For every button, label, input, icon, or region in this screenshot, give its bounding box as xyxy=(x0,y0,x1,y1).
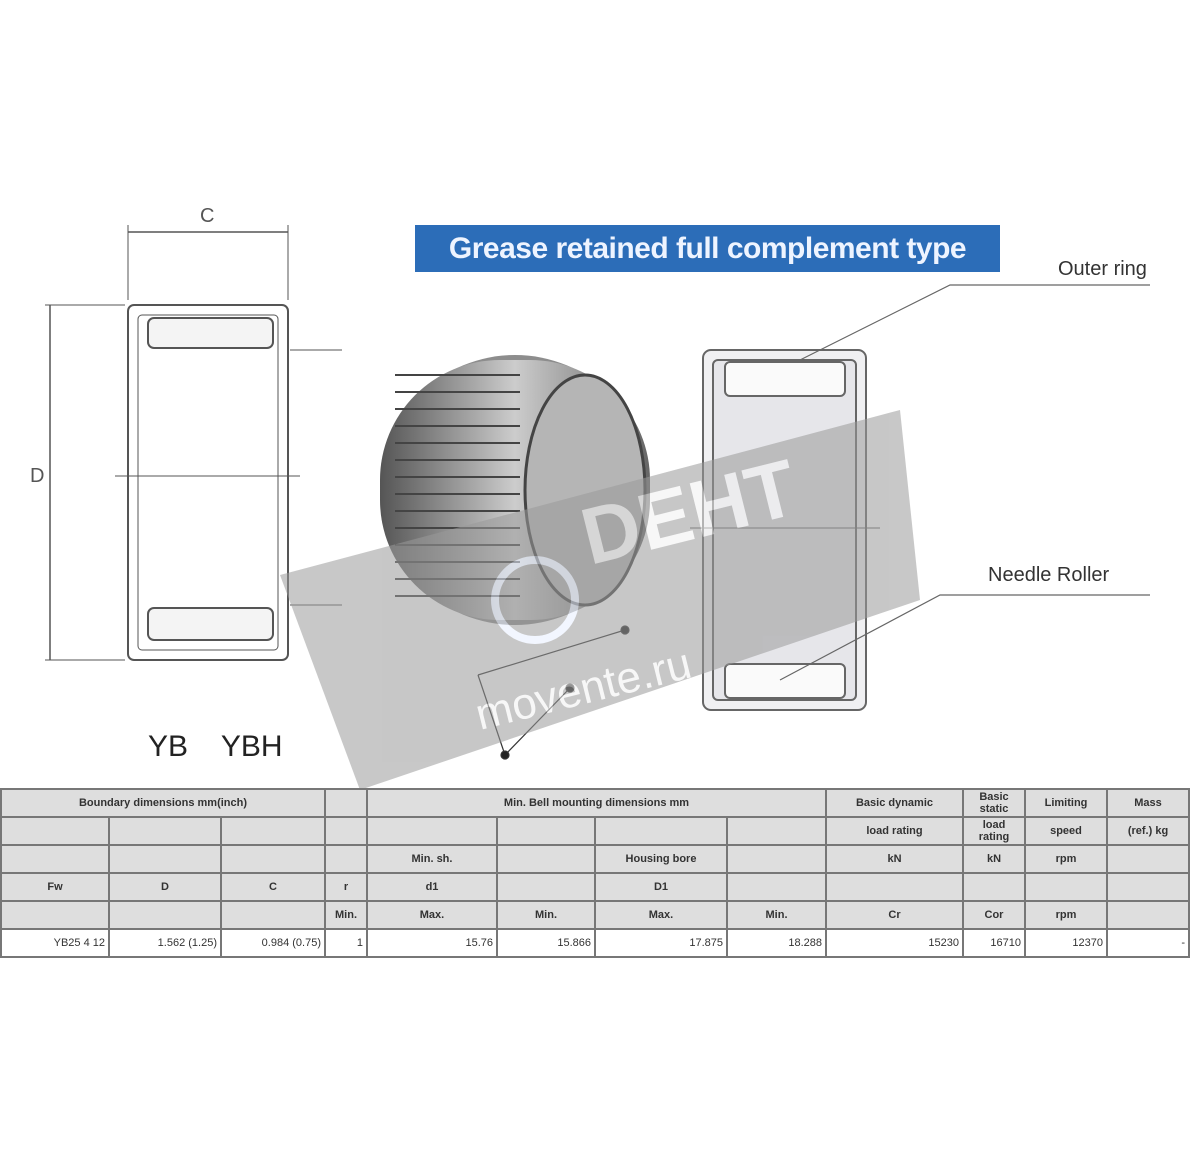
table-cell xyxy=(962,872,1026,902)
table-cell xyxy=(0,816,110,846)
table-cell: Fw xyxy=(0,872,110,902)
table-cell: rpm xyxy=(1024,844,1108,874)
table-cell: - xyxy=(1106,928,1190,958)
table-cell xyxy=(366,816,498,846)
table-cell: 15.866 xyxy=(496,928,596,958)
table-cell xyxy=(1106,844,1190,874)
table-cell: Min. sh. xyxy=(366,844,498,874)
table-cell: D1 xyxy=(594,872,728,902)
table-cell: 15.76 xyxy=(366,928,498,958)
table-cell: Min. Bell mounting dimensions mm xyxy=(366,788,827,818)
table-cell xyxy=(324,816,368,846)
table-cell: Boundary dimensions mm(inch) xyxy=(0,788,326,818)
table-cell: Min. xyxy=(496,900,596,930)
needle-roller-label: Needle Roller xyxy=(988,564,1110,586)
table-cell xyxy=(108,816,222,846)
table-cell xyxy=(1024,872,1108,902)
table-cell xyxy=(220,816,326,846)
table-cell: kN xyxy=(825,844,964,874)
table-cell xyxy=(108,900,222,930)
table-cell: 17.875 xyxy=(594,928,728,958)
table-cell: Housing bore xyxy=(594,844,728,874)
table-cell xyxy=(726,844,827,874)
table-cell xyxy=(496,816,596,846)
model-names: YB YBH xyxy=(148,730,283,763)
table-cell: rpm xyxy=(1024,900,1108,930)
table-cell xyxy=(825,872,964,902)
outer-ring-label: Outer ring xyxy=(1058,258,1147,280)
table-cell xyxy=(220,900,326,930)
table-cell: Cor xyxy=(962,900,1026,930)
table-cell: D xyxy=(108,872,222,902)
table-cell xyxy=(726,872,827,902)
table-cell xyxy=(108,844,222,874)
table-cell: 18.288 xyxy=(726,928,827,958)
table-cell: C xyxy=(220,872,326,902)
table-cell: Cr xyxy=(825,900,964,930)
table-cell: load rating xyxy=(962,816,1026,846)
table-cell xyxy=(220,844,326,874)
watermark: DEHT movente.ru xyxy=(280,410,920,790)
table-cell: speed xyxy=(1024,816,1108,846)
table-cell: Min. xyxy=(324,900,368,930)
table-cell: d1 xyxy=(366,872,498,902)
table-cell: 0.984 (0.75) xyxy=(220,928,326,958)
table-cell: 12370 xyxy=(1024,928,1108,958)
table-cell xyxy=(726,816,827,846)
dim-c-label: C xyxy=(200,205,214,227)
table-cell xyxy=(594,816,728,846)
table-cell: Min. xyxy=(726,900,827,930)
table-cell: load rating xyxy=(825,816,964,846)
table-cell xyxy=(324,844,368,874)
specification-table: Boundary dimensions mm(inch) Min. Bell m… xyxy=(0,788,1190,958)
table-cell xyxy=(324,788,368,818)
table-cell xyxy=(1106,872,1190,902)
table-cell: Limiting xyxy=(1024,788,1108,818)
table-cell: Max. xyxy=(594,900,728,930)
table-cell: 1.562 (1.25) xyxy=(108,928,222,958)
table-cell xyxy=(0,900,110,930)
title-banner: Grease retained full complement type xyxy=(415,225,1000,272)
table-cell: Max. xyxy=(366,900,498,930)
table-cell: 16710 xyxy=(962,928,1026,958)
table-cell: Basic static xyxy=(962,788,1026,818)
table-cell: YB25 4 12 xyxy=(0,928,110,958)
table-cell: 1 xyxy=(324,928,368,958)
table-cell xyxy=(496,872,596,902)
table-cell: (ref.) kg xyxy=(1106,816,1190,846)
table-cell: kN xyxy=(962,844,1026,874)
table-cell: Mass xyxy=(1106,788,1190,818)
table-cell: r xyxy=(324,872,368,902)
table-cell: 15230 xyxy=(825,928,964,958)
table-cell xyxy=(1106,900,1190,930)
table-cell xyxy=(496,844,596,874)
table-cell xyxy=(0,844,110,874)
dim-d-label: D xyxy=(30,465,44,487)
side-section-drawing xyxy=(45,225,342,661)
table-cell: Basic dynamic xyxy=(825,788,964,818)
table-header-row: Boundary dimensions mm(inch) Min. Bell m… xyxy=(0,788,1190,818)
